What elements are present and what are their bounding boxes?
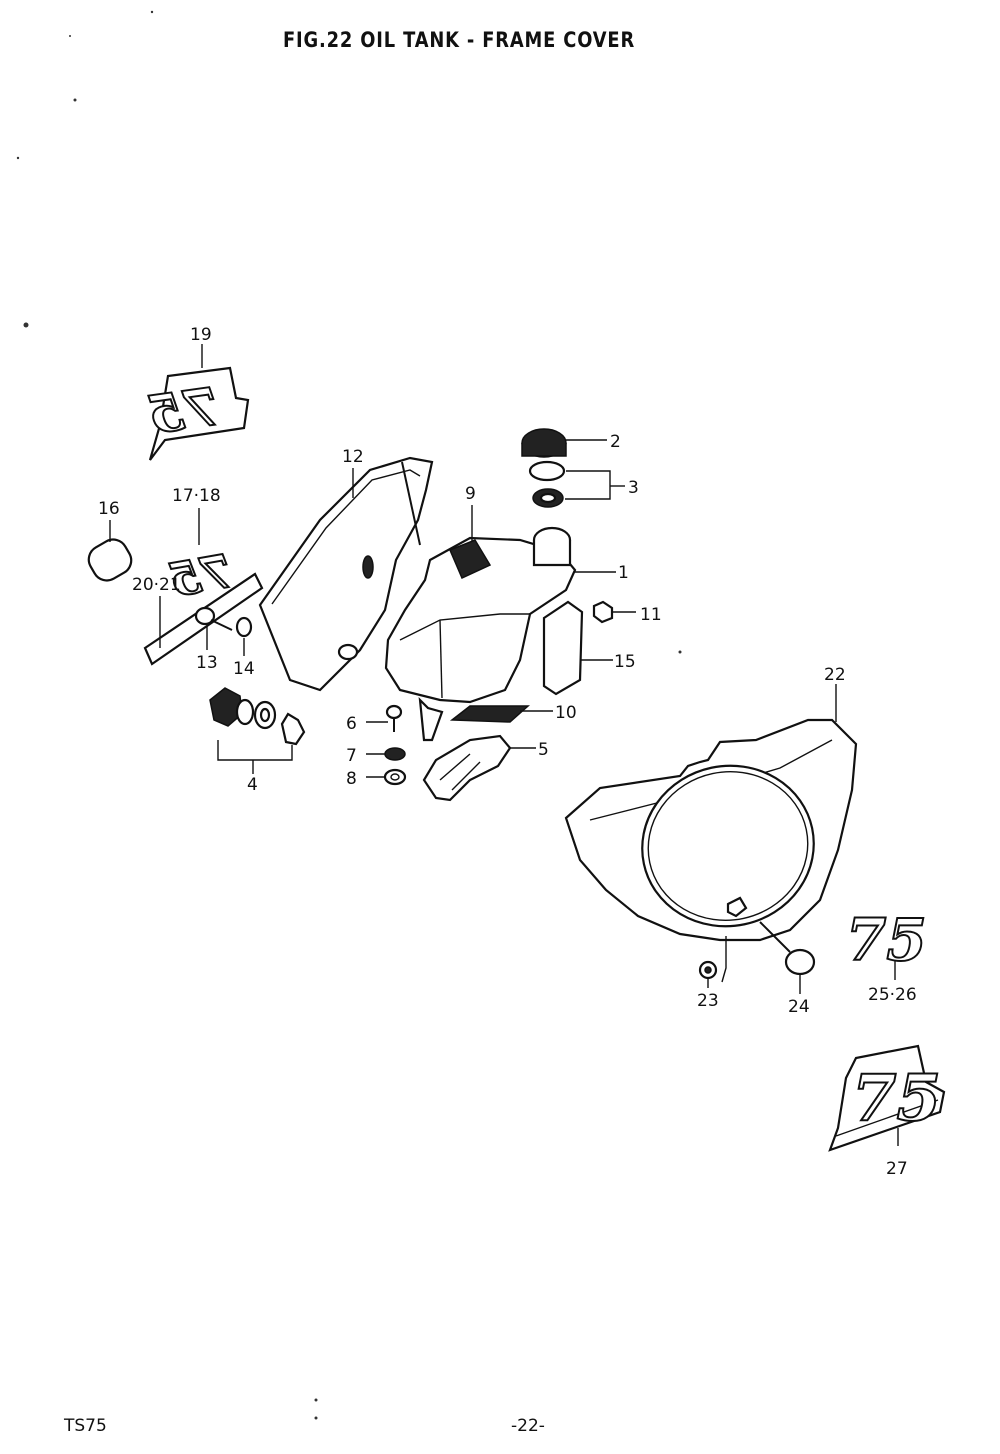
emblem-25-26: 75 — [845, 905, 928, 975]
label-15: 15 — [614, 652, 636, 672]
label-3: 3 — [628, 478, 639, 498]
label-22: 22 — [824, 665, 846, 685]
label-16: 16 — [98, 499, 120, 519]
washers-3 — [528, 460, 566, 508]
label-11: 11 — [640, 605, 662, 625]
label-24: 24 — [788, 997, 810, 1017]
label-23: 23 — [697, 991, 719, 1011]
label-5: 5 — [538, 740, 549, 760]
pad-15 — [542, 600, 584, 696]
label-19: 19 — [190, 325, 212, 345]
label-6: 6 — [346, 714, 357, 734]
emblem-19-text: 75 — [144, 376, 224, 446]
label-17-18: 17·18 — [172, 486, 221, 506]
label-14: 14 — [233, 659, 255, 679]
footer-page-number: -22- — [511, 1416, 545, 1436]
label-7: 7 — [346, 746, 357, 766]
label-1: 1 — [618, 563, 629, 583]
footer-model: TS75 — [64, 1416, 107, 1436]
filler-cap-2 — [521, 428, 567, 458]
frame-panel-12 — [258, 456, 434, 692]
label-25-26: 25·26 — [868, 985, 917, 1005]
label-2: 2 — [610, 432, 621, 452]
washer-8 — [383, 768, 407, 786]
scan-specks — [16, 10, 682, 1420]
label-9: 9 — [465, 484, 476, 504]
emblem-plate-27: 75 — [828, 1044, 946, 1152]
cushion-10 — [449, 705, 530, 723]
washer-14 — [235, 616, 253, 638]
label-27: 27 — [886, 1159, 908, 1179]
label-13: 13 — [196, 653, 218, 673]
badge-16 — [87, 538, 133, 582]
emblem-19: 75 — [143, 366, 250, 461]
bolt-6 — [385, 704, 403, 732]
bolt-13 — [194, 606, 233, 631]
label-10: 10 — [555, 703, 577, 723]
nut-11 — [592, 600, 614, 624]
label-4: 4 — [247, 775, 258, 795]
label-8: 8 — [346, 769, 357, 789]
figure-title: FIG.22 OIL TANK - FRAME COVER — [283, 28, 636, 52]
label-20-21: 20·21 — [132, 575, 181, 595]
label-12: 12 — [342, 447, 364, 467]
bracket-5 — [422, 734, 512, 802]
emblem-27-text: 75 — [852, 1061, 941, 1136]
grommet-23 — [698, 960, 718, 980]
washer-7 — [384, 747, 406, 761]
cap-assembly-4 — [209, 687, 306, 746]
oil-tank-1 — [384, 526, 577, 742]
emblem-25-26-text: 75 — [846, 906, 927, 974]
frame-cover-22 — [564, 718, 858, 942]
